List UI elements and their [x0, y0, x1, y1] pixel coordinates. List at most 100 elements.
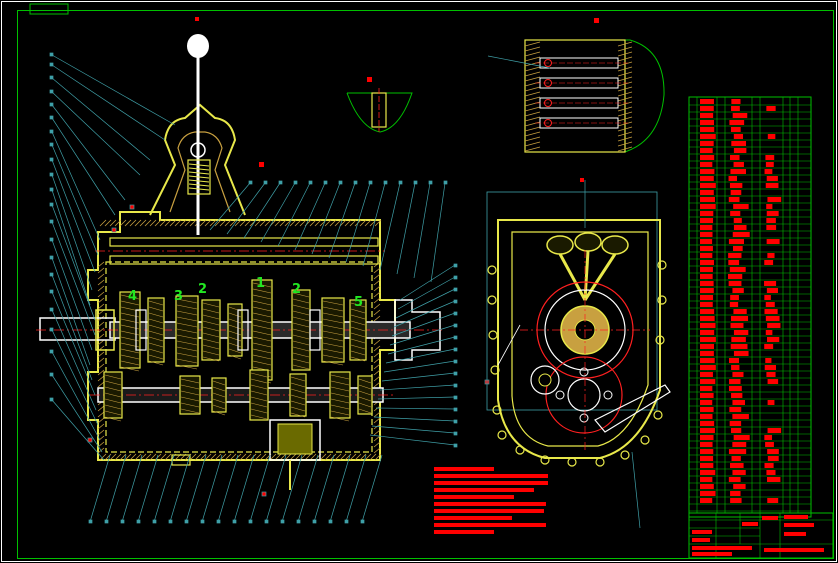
leader-tag	[49, 75, 54, 80]
leader-line	[371, 425, 456, 434]
leader-tag	[49, 115, 54, 120]
hatch-line	[97, 291, 105, 298]
tech-note-line	[434, 495, 514, 499]
table-cell-text	[700, 295, 714, 300]
shift-rail-upper	[109, 237, 379, 247]
gear-hatch	[148, 318, 164, 324]
lever-arm	[594, 384, 671, 433]
leader-tag	[49, 157, 54, 162]
hatch-line	[239, 453, 247, 461]
housing-bolt	[490, 365, 500, 375]
leader-line	[51, 54, 176, 126]
title-text	[762, 516, 778, 520]
leader-tag	[49, 187, 54, 192]
table-cell-text	[728, 386, 742, 391]
hatch-line	[97, 321, 105, 328]
hatch-line	[617, 61, 633, 67]
table-cell-text	[729, 302, 739, 307]
hatch-line	[149, 453, 157, 461]
gear-hatch	[212, 386, 226, 392]
gear-hatch	[322, 354, 344, 360]
table-cell-text	[732, 232, 750, 237]
hatch-line	[364, 219, 372, 227]
gear-hatch	[290, 388, 306, 394]
table-cell-text	[765, 330, 773, 335]
table-cell-text	[766, 176, 778, 181]
gear-hatch	[176, 352, 198, 358]
hatch-line	[97, 327, 105, 334]
gear-hatch	[250, 408, 268, 414]
leader-tag	[383, 180, 388, 185]
tech-note-line	[434, 523, 546, 527]
hatch-line	[134, 219, 142, 227]
gear-hatch	[250, 390, 268, 396]
table-cell-text	[700, 239, 713, 244]
hatch-line	[373, 381, 381, 388]
gearbox-section-view: 4 3 2 1 2 5	[36, 34, 490, 524]
leader-tag	[453, 323, 458, 328]
section-marker	[87, 437, 93, 443]
title-text	[784, 523, 814, 527]
gear-hatch	[180, 396, 200, 402]
leader-tag	[49, 397, 54, 402]
table-cell-text	[700, 99, 714, 104]
hatch-line	[97, 333, 105, 340]
hatch-line	[373, 315, 381, 322]
detail-view-small	[195, 17, 413, 167]
gear-hatch	[290, 382, 306, 388]
table-cell-text	[733, 435, 750, 440]
hatch-line	[284, 219, 292, 227]
leader-tag	[453, 335, 458, 340]
gear-hatch	[250, 396, 268, 402]
gear-hatch	[148, 336, 164, 342]
hatch-line	[617, 76, 633, 82]
hatch-line	[524, 126, 541, 132]
hatch-line	[354, 453, 362, 461]
section-marker	[259, 162, 264, 167]
gear-hatch	[330, 404, 350, 410]
table-cell-text	[700, 141, 714, 146]
table-cell-text	[730, 190, 742, 195]
gear-hatch	[228, 330, 242, 336]
table-cell-text	[700, 435, 714, 440]
title-block-frame	[688, 512, 834, 559]
table-cell-text	[700, 274, 713, 279]
leader-line	[362, 182, 386, 267]
leader-tag	[344, 519, 349, 524]
hatch-line	[97, 363, 105, 370]
leader-tag	[232, 519, 237, 524]
end-view-frame	[486, 191, 658, 411]
hatch-line	[617, 146, 633, 152]
leader-tag	[248, 519, 253, 524]
gear-hatch	[148, 300, 164, 306]
spring-coil	[188, 171, 210, 175]
section-marker	[129, 204, 135, 210]
gear	[201, 299, 221, 361]
hatch-line	[164, 219, 172, 227]
leader-line	[379, 384, 456, 391]
table-cell-text	[700, 463, 714, 468]
title-block-cells	[689, 513, 833, 558]
leader-tag	[453, 275, 458, 280]
table-cell-text	[700, 316, 715, 321]
tech-note-line	[434, 488, 534, 492]
table-cell-text	[700, 253, 713, 258]
hatch-line	[524, 71, 541, 77]
gear-hatch	[228, 342, 242, 348]
hatch-line	[169, 219, 177, 227]
end-view-leader	[631, 451, 641, 529]
hatch-line	[119, 219, 127, 227]
leader-line	[51, 221, 96, 336]
table-cell-text	[766, 218, 776, 223]
hatch-line	[329, 453, 337, 461]
housing-bolt	[655, 335, 665, 345]
gear-hatch	[322, 348, 344, 354]
gear-hatch	[252, 348, 272, 354]
hatch-line	[329, 219, 337, 227]
gear-hatch	[292, 316, 310, 322]
hatch-line	[334, 219, 342, 227]
table-cell-text	[700, 358, 715, 363]
table-cell-text	[700, 260, 714, 265]
fork-arm	[583, 253, 617, 301]
table-cell-text	[766, 470, 776, 475]
